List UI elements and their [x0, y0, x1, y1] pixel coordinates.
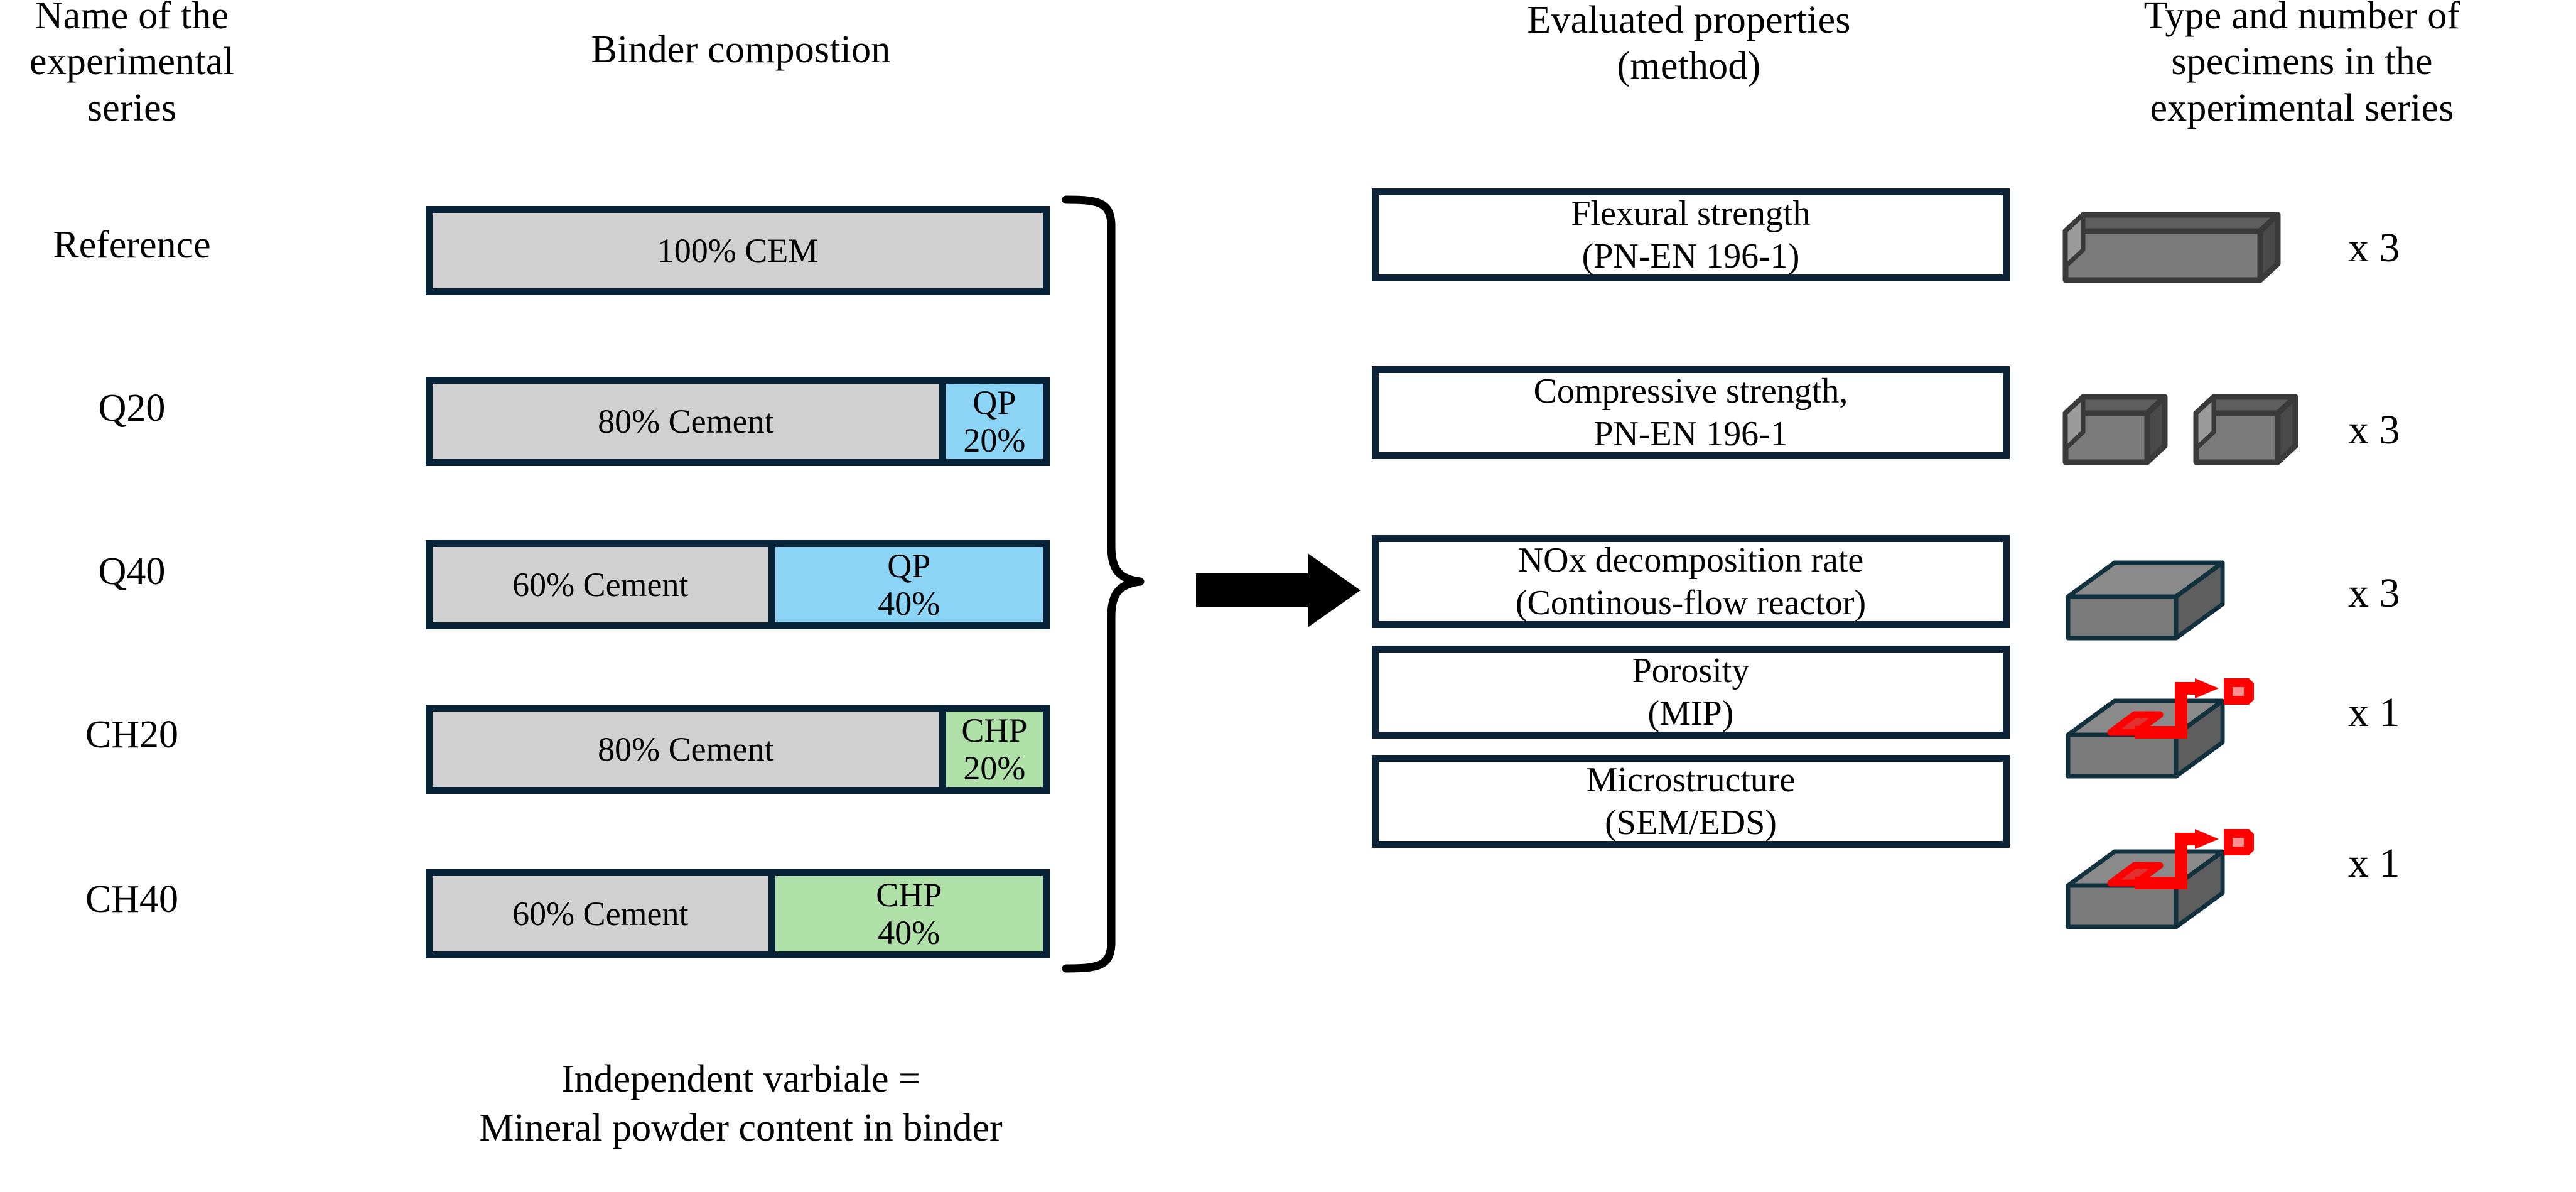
- binder-segment-qp: QP 40%: [768, 547, 1043, 622]
- binder-segment-cement: 60% Cement: [433, 876, 768, 951]
- column-header-evaluated-properties: Evaluated properties (method): [1527, 0, 1851, 87]
- binder-segment-cement: 100% CEM: [433, 213, 1043, 288]
- specimen-slab-sample-icon: [2066, 829, 2329, 948]
- binder-bar-q40: 60% Cement QP 40%: [426, 540, 1050, 629]
- series-label-q40: Q40: [98, 550, 166, 593]
- specimen-count-porosity: x 1: [2348, 690, 2400, 735]
- grouping-brace: [1061, 195, 1187, 973]
- specimen-prism-half-icon: [2193, 394, 2298, 465]
- binder-bar-reference: 100% CEM: [426, 206, 1050, 295]
- binder-bar-ch40: 60% Cement CHP 40%: [426, 869, 1050, 958]
- series-label-ch20: CH20: [85, 713, 179, 756]
- binder-segment-qp: QP 20%: [939, 384, 1043, 459]
- series-label-q20: Q20: [98, 387, 166, 430]
- property-box-porosity[interactable]: Porosity (MIP): [1372, 646, 2010, 739]
- property-box-microstructure[interactable]: Microstructure (SEM/EDS): [1372, 755, 2010, 848]
- property-box-compressive-strength[interactable]: Compressive strength, PN-EN 196-1: [1372, 366, 2010, 459]
- series-label-ch40: CH40: [85, 878, 179, 921]
- flow-arrow-icon: [1196, 550, 1362, 631]
- specimen-count-compressive: x 3: [2348, 407, 2400, 453]
- binder-segment-chp: CHP 40%: [768, 876, 1043, 951]
- binder-segment-chp: CHP 20%: [939, 712, 1043, 787]
- property-box-flexural-strength[interactable]: Flexural strength (PN-EN 196-1): [1372, 188, 2010, 281]
- specimen-slab-sample-icon: [2066, 678, 2329, 798]
- specimen-count-nox: x 3: [2348, 570, 2400, 616]
- binder-segment-cement: 80% Cement: [433, 712, 939, 787]
- specimen-count-flexural: x 3: [2348, 225, 2400, 271]
- column-header-binder-composition: Binder compostion: [591, 28, 891, 72]
- binder-bar-q20: 80% Cement QP 20%: [426, 377, 1050, 466]
- specimen-slab-icon: [2066, 559, 2254, 659]
- specimen-prism-full-icon: [2062, 212, 2281, 283]
- independent-variable-caption: Independent varbiale = Mineral powder co…: [479, 1058, 1003, 1149]
- series-label-reference: Reference: [53, 224, 211, 266]
- column-header-series-name: Name of the experimental series: [29, 0, 235, 129]
- property-box-nox-decomposition[interactable]: NOx decomposition rate (Continous-flow r…: [1372, 535, 2010, 628]
- binder-segment-cement: 80% Cement: [433, 384, 939, 459]
- specimen-prism-half-icon: [2062, 394, 2168, 465]
- specimen-count-microstructure: x 1: [2348, 840, 2400, 886]
- column-header-specimens: Type and number of specimens in the expe…: [2143, 0, 2460, 129]
- binder-bar-ch20: 80% Cement CHP 20%: [426, 705, 1050, 794]
- binder-segment-cement: 60% Cement: [433, 547, 768, 622]
